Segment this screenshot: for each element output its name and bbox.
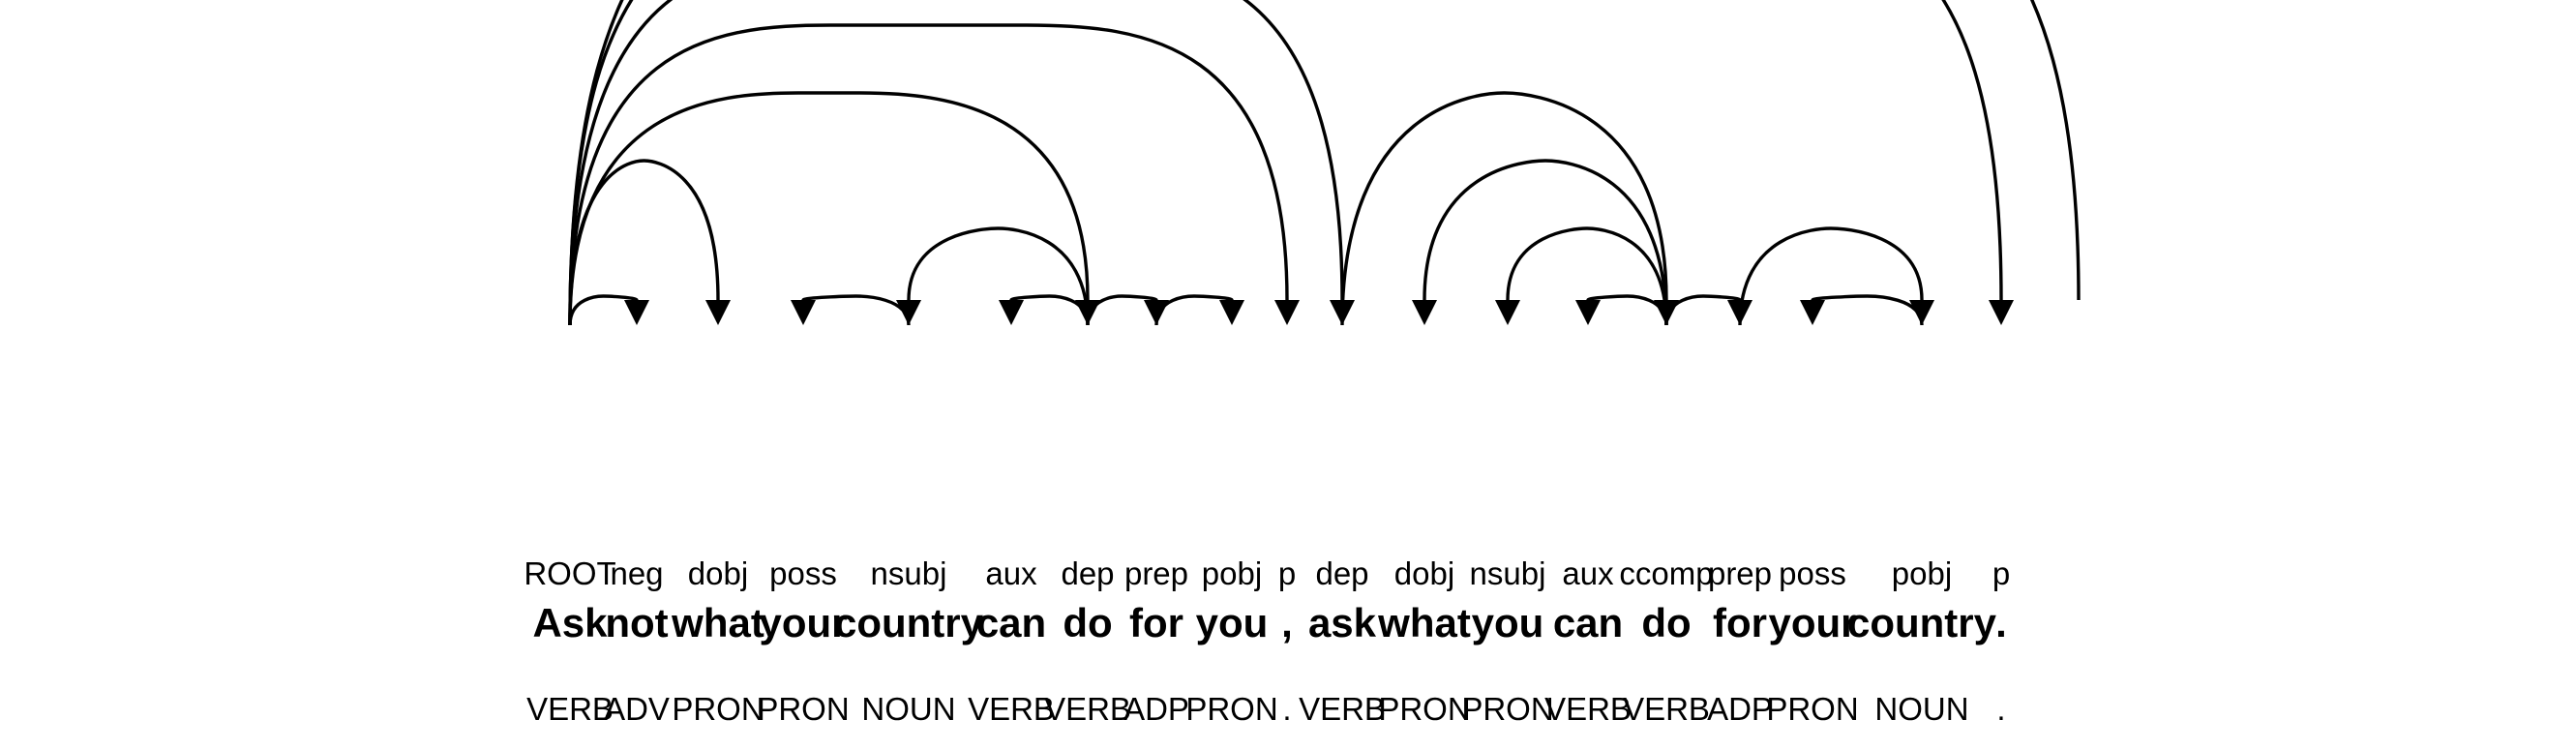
arrowhead-aux-2 xyxy=(1575,300,1601,325)
token-pos-6: VERB xyxy=(1044,691,1131,727)
arrowhead-dep-1 xyxy=(1075,300,1100,325)
dependency-arc-pobj-2 xyxy=(1738,226,1924,326)
dependency-arc-p-2 xyxy=(568,0,2003,326)
token-word-18[interactable]: . xyxy=(1995,600,2007,645)
token-pos-17: NOUN xyxy=(1874,691,1968,727)
dependency-arc-poss-1 xyxy=(801,294,911,326)
dep-label-12: nsubj xyxy=(1470,555,1546,591)
dep-label-0: ROOT xyxy=(524,555,615,591)
arrowhead-neg xyxy=(624,300,649,325)
token-pos-8: PRON xyxy=(1185,691,1277,727)
token-pos-11: PRON xyxy=(1378,691,1470,727)
arrowhead-pobj-1 xyxy=(1219,300,1244,325)
token-word-6[interactable]: do xyxy=(1063,600,1112,645)
dependency-arc-p-1 xyxy=(568,23,1289,326)
dependency-arc-dep-1 xyxy=(568,91,1090,326)
dep-label-14: ccomp xyxy=(1619,555,1713,591)
token-pos-15: ADP xyxy=(1707,691,1773,727)
arrowhead-prep-1 xyxy=(1144,300,1169,325)
dependency-arc-dep-2 xyxy=(568,0,1344,326)
token-word-15[interactable]: for xyxy=(1713,600,1767,645)
token-word-10[interactable]: ask xyxy=(1308,600,1377,645)
dependency-arc-poss-2 xyxy=(1811,294,1924,326)
arrowhead-nsubj-1 xyxy=(896,300,921,325)
dep-label-18: p xyxy=(1992,555,2010,591)
dep-label-16: poss xyxy=(1779,555,1846,591)
token-pos-16: PRON xyxy=(1766,691,1858,727)
token-pos-14: VERB xyxy=(1623,691,1710,727)
arrowhead-dobj-1 xyxy=(705,300,731,325)
token-word-9[interactable]: , xyxy=(1281,600,1293,645)
token-word-4[interactable]: country xyxy=(834,600,984,645)
dep-label-1: neg xyxy=(610,555,663,591)
token-pos-4: NOUN xyxy=(861,691,955,727)
token-word-13[interactable]: can xyxy=(1553,600,1623,645)
arrowhead-p-2 xyxy=(1989,300,2014,325)
token-pos-9: . xyxy=(1282,691,1291,727)
arrowhead-dobj-2 xyxy=(1412,300,1437,325)
dependency-arc-ccomp xyxy=(1340,91,1668,326)
dependency-arc-dobj-2 xyxy=(1423,159,1668,326)
token-word-14[interactable]: do xyxy=(1641,600,1691,645)
token-pos-0: VERB xyxy=(526,691,614,727)
token-pos-10: VERB xyxy=(1299,691,1386,727)
arrowhead-p-1 xyxy=(1274,300,1300,325)
token-pos-7: ADP xyxy=(1123,691,1189,727)
dep-label-17: pobj xyxy=(1892,555,1952,591)
dep-label-8: pobj xyxy=(1202,555,1262,591)
token-word-3[interactable]: your xyxy=(759,600,847,645)
token-word-12[interactable]: you xyxy=(1472,600,1544,645)
token-pos-2: PRON xyxy=(672,691,764,727)
token-word-11[interactable]: what xyxy=(1377,600,1471,645)
token-word-7[interactable]: for xyxy=(1129,600,1183,645)
token-word-0[interactable]: Ask xyxy=(532,600,608,645)
arrowhead-dep-2 xyxy=(1330,300,1355,325)
arrowhead-poss-2 xyxy=(1800,300,1825,325)
token-pos-3: PRON xyxy=(757,691,849,727)
arrowhead-pobj-2 xyxy=(1909,300,1934,325)
token-pos-1: ADV xyxy=(604,691,670,727)
dependency-arc-nsubj-1 xyxy=(907,226,1090,326)
token-word-1[interactable]: not xyxy=(605,600,668,645)
dep-label-9: p xyxy=(1278,555,1296,591)
arrowhead-ccomp xyxy=(1654,300,1679,325)
token-pos-13: VERB xyxy=(1544,691,1632,727)
token-word-16[interactable]: your xyxy=(1768,600,1856,645)
dep-label-11: dobj xyxy=(1394,555,1454,591)
arc-layer xyxy=(568,0,2081,326)
dep-label-10: dep xyxy=(1315,555,1368,591)
arrowhead-prep-2 xyxy=(1727,300,1752,325)
dependency-arc-nsubj-2 xyxy=(1506,226,1668,326)
dep-label-3: poss xyxy=(769,555,837,591)
dep-label-13: aux xyxy=(1562,555,1614,591)
dependency-arc-neg xyxy=(568,294,639,326)
token-word-8[interactable]: you xyxy=(1196,600,1269,645)
dep-label-5: aux xyxy=(985,555,1037,591)
arrowhead-layer xyxy=(624,300,2014,325)
arrowhead-nsubj-2 xyxy=(1495,300,1520,325)
token-word-2[interactable]: what xyxy=(671,600,764,645)
dependency-arc-root xyxy=(568,0,2081,326)
token-word-5[interactable]: can xyxy=(976,600,1046,645)
token-pos-12: PRON xyxy=(1461,691,1553,727)
token-pos-5: VERB xyxy=(968,691,1055,727)
dep-label-7: prep xyxy=(1124,555,1188,591)
dep-label-4: nsubj xyxy=(871,555,947,591)
arrowhead-poss-1 xyxy=(791,300,816,325)
token-word-17[interactable]: country xyxy=(1847,600,1997,645)
dep-label-2: dobj xyxy=(688,555,748,591)
arrowhead-aux-1 xyxy=(999,300,1024,325)
token-pos-18: . xyxy=(1996,691,2005,727)
dep-label-6: dep xyxy=(1061,555,1114,591)
dep-label-15: prep xyxy=(1708,555,1772,591)
